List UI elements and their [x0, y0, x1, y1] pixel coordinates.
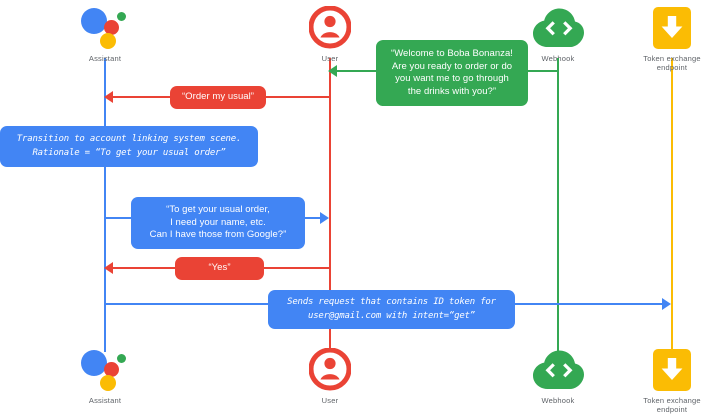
- actor-label-token-endpoint-bottom: Token exchange endpoint: [643, 396, 701, 414]
- actor-token-endpoint-bottom[interactable]: Token exchange endpoint: [612, 348, 725, 414]
- lifeline-assistant: [104, 58, 106, 352]
- google-assistant-icon: [45, 6, 165, 52]
- message-ask-for-name-bubble[interactable]: “To get your usual order, I need your na…: [131, 197, 305, 249]
- message-order-my-usual-bubble[interactable]: “Order my usual”: [170, 86, 266, 109]
- actor-token-endpoint-top[interactable]: Token exchange endpoint: [612, 6, 725, 72]
- actor-label-token-endpoint-top: Token exchange endpoint: [643, 54, 701, 72]
- message-welcome-source-stub: [557, 58, 559, 72]
- actor-user-top[interactable]: User: [270, 5, 390, 63]
- actor-label-user-top: User: [321, 54, 339, 63]
- actor-label-user-bottom: User: [321, 396, 339, 405]
- download-box-icon: [612, 6, 725, 52]
- cloud-code-icon: [498, 6, 618, 52]
- cloud-code-icon: [498, 348, 618, 394]
- message-ask-for-name-arrowhead: [320, 212, 329, 224]
- message-sends-request-arrowhead: [662, 298, 671, 310]
- actor-webhook-bottom[interactable]: Webhook: [498, 348, 618, 405]
- google-assistant-icon: [45, 348, 165, 394]
- lifeline-token-endpoint: [671, 58, 673, 352]
- actor-label-assistant-bottom: Assistant: [88, 396, 122, 405]
- actor-assistant-top[interactable]: Assistant: [45, 6, 165, 63]
- actor-assistant-bottom[interactable]: Assistant: [45, 348, 165, 405]
- user-avatar-icon: [270, 347, 390, 394]
- actor-label-assistant-top: Assistant: [88, 54, 122, 63]
- lifeline-webhook: [557, 58, 559, 352]
- user-avatar-icon: [270, 5, 390, 52]
- message-welcome-bubble[interactable]: “Welcome to Boba Bonanza! Are you ready …: [376, 40, 528, 107]
- message-yes-arrowhead: [104, 262, 113, 274]
- message-sends-request-bubble[interactable]: Sends request that contains ID token for…: [268, 290, 515, 329]
- lifeline-user: [329, 58, 331, 352]
- message-welcome-arrowhead: [328, 65, 337, 77]
- message-transition-note-bubble[interactable]: Transition to account linking system sce…: [0, 126, 258, 167]
- actor-user-bottom[interactable]: User: [270, 347, 390, 405]
- message-yes-bubble[interactable]: “Yes”: [175, 257, 264, 280]
- message-order-my-usual-arrowhead: [104, 91, 113, 103]
- download-box-icon: [612, 348, 725, 394]
- actor-label-webhook-bottom: Webhook: [541, 396, 575, 405]
